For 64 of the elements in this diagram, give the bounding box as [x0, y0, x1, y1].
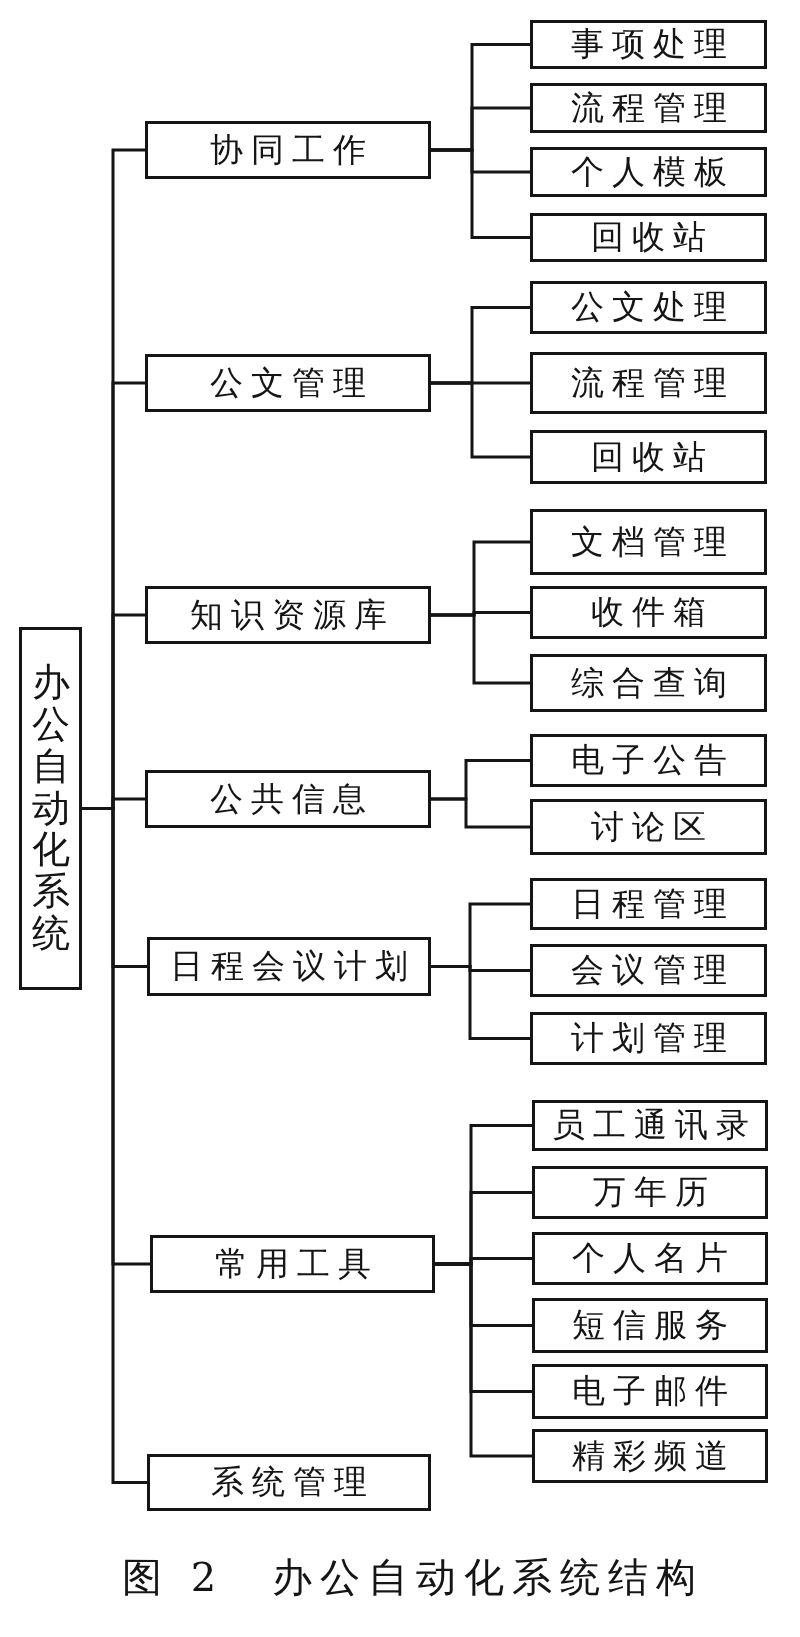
- module-box: [530, 20, 767, 69]
- box-label: 电子邮件: [572, 1373, 736, 1410]
- module-box: [145, 586, 431, 644]
- box-label: 协同工作: [210, 131, 374, 169]
- box-label: 综合查询: [570, 664, 735, 702]
- module-box: [530, 352, 767, 414]
- module-box: [530, 586, 767, 639]
- box-label: 电子公告: [570, 742, 735, 779]
- system-box: [19, 627, 82, 990]
- module-box: [532, 1364, 768, 1419]
- module-box: [530, 654, 767, 712]
- module-box: [530, 944, 767, 997]
- module-box: [532, 1429, 768, 1483]
- module-box: [530, 1012, 767, 1065]
- box-label: 回收站: [591, 219, 714, 256]
- box-label: 文档管理: [570, 523, 735, 561]
- connector-line: [431, 381, 530, 459]
- box-label: 日程管理: [570, 885, 735, 923]
- connector-line: [431, 797, 530, 829]
- module-box: [147, 937, 431, 996]
- module-box: [530, 281, 767, 334]
- box-label: 流程管理: [570, 89, 735, 127]
- box-label: 万年历: [592, 1174, 716, 1211]
- box-label: 流程管理: [570, 364, 735, 402]
- module-box: [530, 509, 767, 575]
- module-box: [532, 1298, 768, 1353]
- box-label: 公文管理: [210, 364, 374, 402]
- box-label: 回收站: [591, 438, 714, 476]
- module-box: [145, 770, 431, 828]
- connector-line: [431, 965, 530, 1040]
- figure-caption: 图 2 办公自动化系统结构: [122, 1553, 705, 1601]
- box-label: 常用工具: [214, 1245, 379, 1283]
- box-label: 员工通讯录: [551, 1107, 757, 1144]
- connector-line: [431, 613, 530, 685]
- box-label: 个人模板: [570, 153, 735, 191]
- module-box: [530, 430, 767, 484]
- module-box: [530, 213, 767, 262]
- box-label: 精彩频道: [572, 1437, 736, 1475]
- module-box: [530, 83, 767, 133]
- module-box: [532, 1232, 768, 1285]
- box-label: 短信服务: [572, 1307, 736, 1344]
- module-box: [145, 121, 431, 179]
- box-label: 事项处理: [570, 26, 735, 63]
- module-box: [147, 1454, 431, 1511]
- box-label: 讨论区: [591, 808, 714, 846]
- box-label: 计划管理: [570, 1020, 735, 1057]
- box-label: 办公自动化系统: [31, 662, 70, 955]
- box-label: 会议管理: [570, 952, 735, 989]
- module-box: [532, 1100, 768, 1151]
- box-label: 系统管理: [211, 1464, 375, 1501]
- box-label: 日程会议计划: [170, 948, 416, 985]
- module-box: [150, 1235, 435, 1293]
- module-box: [530, 878, 767, 930]
- module-box: [532, 1166, 768, 1219]
- module-box: [530, 799, 767, 855]
- connector-line: [431, 148, 530, 239]
- box-label: 知识资源库: [189, 596, 395, 634]
- box-label: 收件箱: [591, 594, 714, 631]
- module-box: [530, 734, 767, 787]
- module-box: [145, 354, 431, 412]
- box-label: 个人名片: [572, 1240, 736, 1277]
- module-box: [530, 147, 767, 197]
- box-label: 公共信息: [210, 780, 374, 818]
- box-label: 公文处理: [570, 289, 735, 326]
